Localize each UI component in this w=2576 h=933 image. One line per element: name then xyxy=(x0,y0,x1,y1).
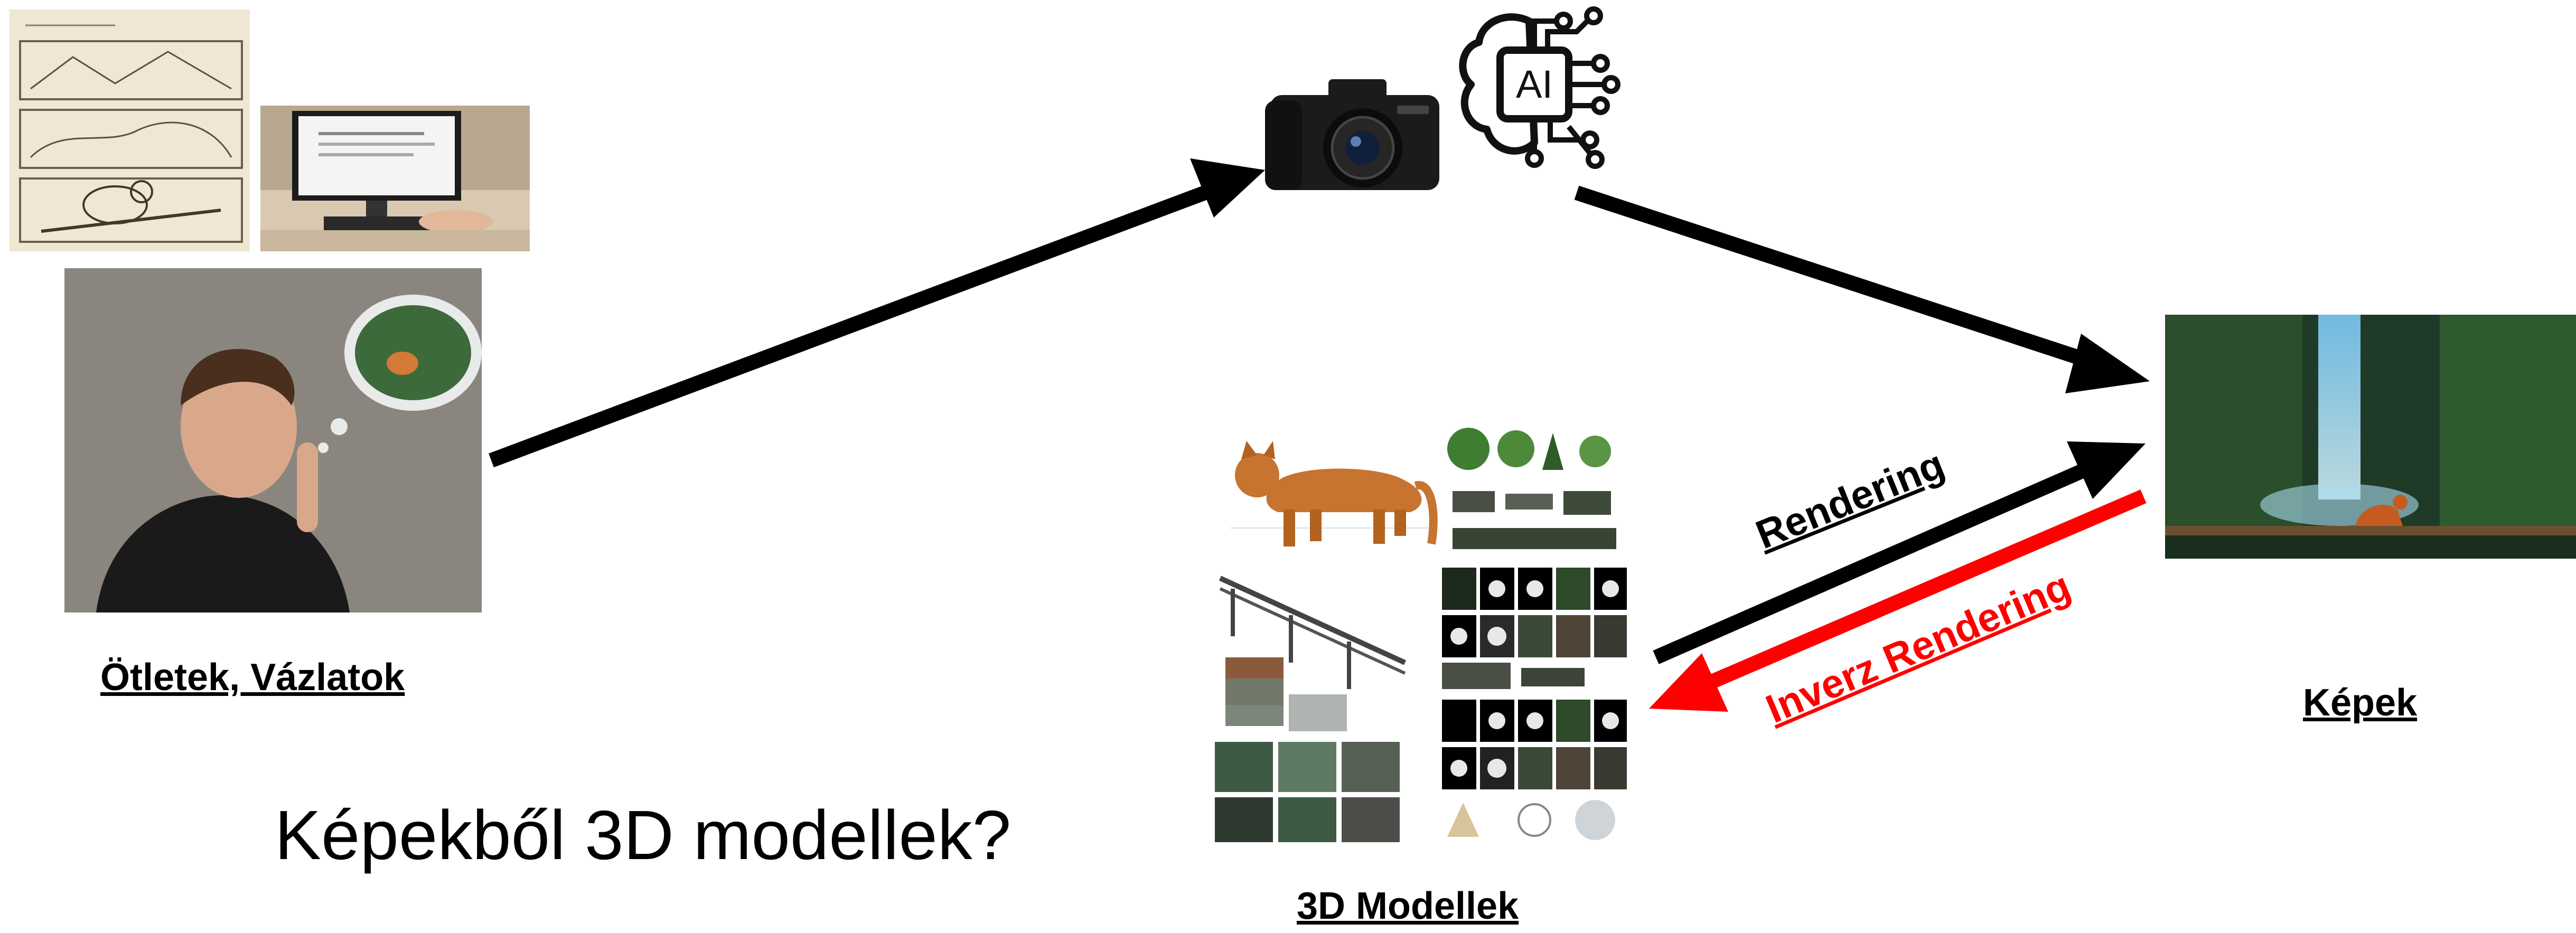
texture-grid-image xyxy=(1215,742,1405,845)
ideas-caption: Ötletek, Vázlatok xyxy=(100,656,405,699)
rendering-arrow xyxy=(1653,441,2146,664)
models-caption: 3D Modellek xyxy=(1297,885,1519,927)
camera-to-images-arrow xyxy=(1574,185,2150,393)
inverse-rendering-arrow xyxy=(1649,489,2147,712)
ideas-to-camera-arrow xyxy=(489,158,1265,468)
camera-icon xyxy=(1265,74,1445,195)
storyboard-sketch-image xyxy=(10,10,250,251)
rendered-scene-image xyxy=(2165,315,2576,559)
question-heading: Képekből 3D modellek? xyxy=(275,796,1011,874)
computer-writing-photo xyxy=(260,106,530,251)
thinking-person-photo xyxy=(64,268,482,612)
texture-atlas-image xyxy=(1442,568,1627,842)
plant-assets-image xyxy=(1442,422,1627,560)
cat-3d-model-image xyxy=(1220,422,1442,560)
images-caption: Képek xyxy=(2303,682,2418,724)
ai-badge-text: AI xyxy=(1516,62,1553,106)
bridge-model-image xyxy=(1215,568,1410,737)
ai-brain-icon: AI xyxy=(1450,0,1624,174)
